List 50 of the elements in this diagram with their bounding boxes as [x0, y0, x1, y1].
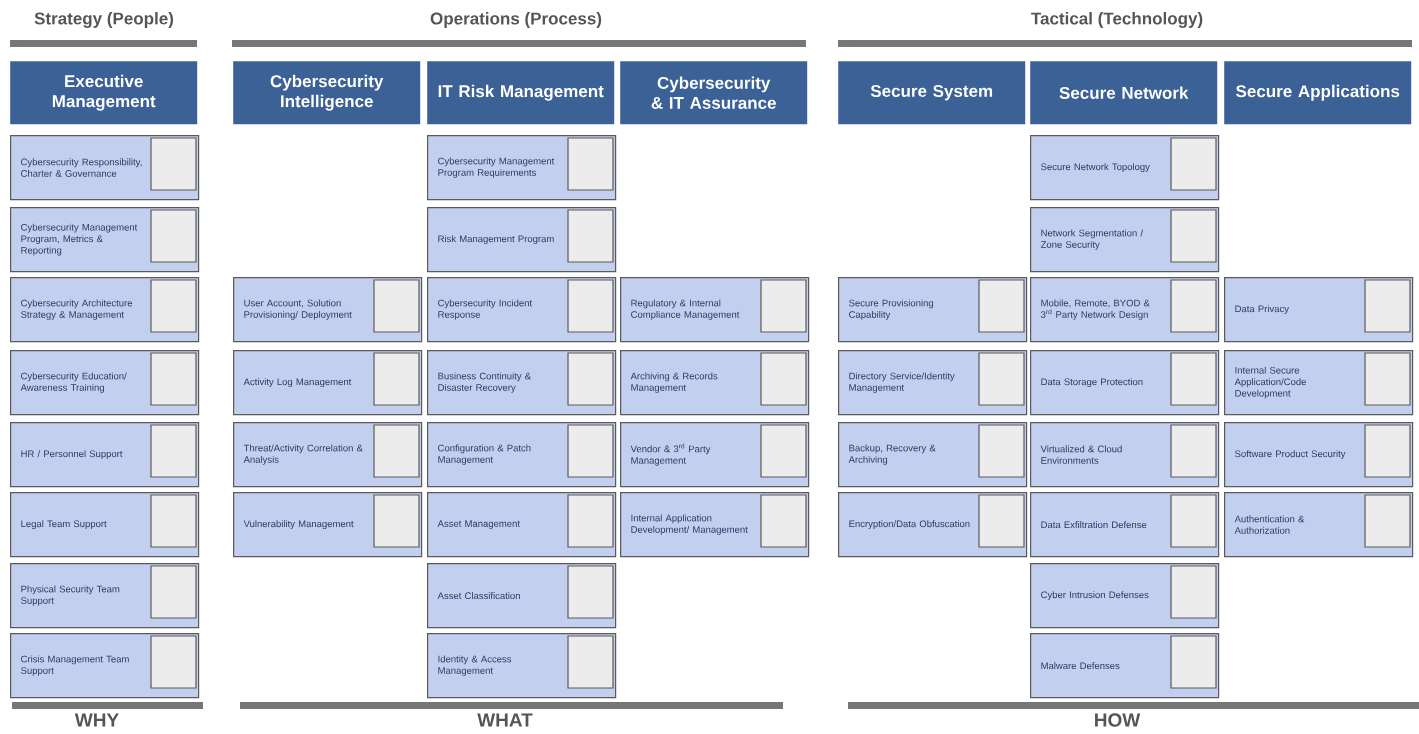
column-header: Secure Network [1030, 61, 1218, 125]
item-box: Legal Team Support [10, 492, 200, 558]
item-box: Data Storage Protection [1030, 350, 1220, 416]
item-box: Risk Management Program [427, 207, 617, 273]
item-box: Cybersecurity Management Program, Metrics & Reporting [10, 207, 200, 273]
item-box: Activity Log Management [233, 350, 423, 416]
item-box: Directory Service/Identity Management [838, 350, 1028, 416]
item-box: Data Exfiltration Defense [1030, 492, 1220, 558]
item-box: HR / Personnel Support [10, 422, 200, 488]
item-box: Cybersecurity Education/ Awareness Training [10, 350, 200, 416]
item-box: Mobile, Remote, BYOD & 3$^{rd}$ Party Network Design [1030, 277, 1220, 343]
item-box: Network Segmentation / Zone Security [1030, 207, 1220, 273]
item-box: Encryption/Data Obfuscation [838, 492, 1028, 558]
item-box: Data Privacy [1224, 277, 1414, 343]
item-box: Business Continuity & Disaster Recovery [427, 350, 617, 416]
item-box: Archiving & Records Management [620, 350, 810, 416]
item-box: Asset Management [427, 492, 617, 558]
item-box: Cybersecurity Management Program Requirements [427, 135, 617, 201]
section-title: Strategy (People) [34, 12, 174, 28]
item-box: Backup, Recovery & Archiving [838, 422, 1028, 488]
item-box: Regulatory & Internal Compliance Management [620, 277, 810, 343]
item-box: Internal Application Development/ Management [620, 492, 810, 558]
item-box: User Account, Solution Provisioning/ Deployment [233, 277, 423, 343]
item-box: Identity & Access Management [427, 633, 617, 699]
column-header: Cybersecurity Intelligence [233, 61, 421, 125]
item-box: Software Product Security [1224, 422, 1414, 488]
item-box: Threat/Activity Correlation & Analysis [233, 422, 423, 488]
column-header: Secure System [838, 61, 1026, 125]
column-header: Secure Applications [1224, 61, 1412, 125]
item-box: Crisis Management Team Support [10, 633, 200, 699]
item-box: Secure Provisioning Capability [838, 277, 1028, 343]
section-title: Tactical (Technology) [1031, 12, 1203, 28]
column-header: IT Risk Management [427, 61, 615, 125]
column-header: Cybersecurity & IT Assurance [620, 61, 808, 125]
item-box: Virtualized & Cloud Environments [1030, 422, 1220, 488]
section-title: Operations (Process) [430, 12, 602, 28]
item-box: Asset Classification [427, 563, 617, 629]
item-box: Configuration & Patch Management [427, 422, 617, 488]
item-box: Cybersecurity Incident Response [427, 277, 617, 343]
column-header: Executive Management [10, 61, 198, 125]
item-box: Cybersecurity Responsibility, Charter & Governance [10, 135, 200, 201]
item-box: Vendor & 3$^{rd}$ Party Management [620, 422, 810, 488]
item-box: Cybersecurity Architecture Strategy & Management [10, 277, 200, 343]
item-box: Internal Secure Application/Code Development [1224, 350, 1414, 416]
item-box: Cyber Intrusion Defenses [1030, 563, 1220, 629]
item-box: Secure Network Topology [1030, 135, 1220, 201]
item-box: Physical Security Team Support [10, 563, 200, 629]
item-box: Authentication & Authorization [1224, 492, 1414, 558]
item-box: Vulnerability Management [233, 492, 423, 558]
item-box: Malware Defenses [1030, 633, 1220, 699]
